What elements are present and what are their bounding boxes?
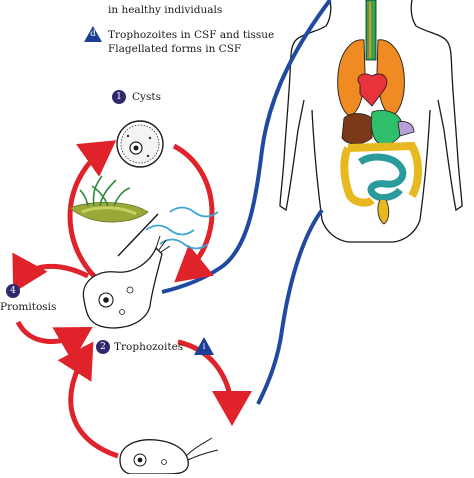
- cyst-stage-number: 1: [112, 90, 126, 104]
- spleen: [397, 121, 415, 137]
- small-intestine: [358, 153, 407, 202]
- cyst-stage-label: Cysts: [132, 91, 161, 103]
- arrow-from-promitosis: [15, 320, 93, 362]
- i-marker-letter: i: [202, 342, 206, 352]
- legend-partial-line: in healthy individuals: [108, 4, 223, 16]
- soil-illustration: [69, 175, 149, 223]
- promitosis-stage-label: Promitosis: [0, 301, 57, 313]
- arrow-trophozoite-to-cyst: [67, 140, 117, 278]
- promitosis-stage-number: 4: [6, 284, 20, 298]
- trophozoite-stage-number: 2: [96, 340, 110, 354]
- arrow-flagellate-to-trophozoite: [57, 341, 119, 459]
- arrow-to-promitosis: [12, 252, 90, 293]
- legend-d-marker: d: [84, 26, 102, 42]
- cyst-illustration: [116, 120, 164, 168]
- cycle-arrows: [12, 140, 252, 459]
- divider-line: [117, 213, 159, 257]
- rectum: [377, 199, 390, 225]
- i-marker: i: [194, 337, 214, 355]
- legend-d-letter: d: [90, 29, 96, 39]
- liver: [341, 113, 373, 145]
- infection-route-line-lower: [256, 208, 324, 405]
- heart: [357, 73, 388, 107]
- legend-d-line1: Trophozoites in CSF and tissue: [108, 29, 275, 41]
- large-intestine-right: [347, 141, 422, 198]
- legend-d-line2: Flagellated forms in CSF: [108, 43, 242, 55]
- flagellate-illustration: [119, 437, 219, 475]
- human-body-outline: [279, 0, 463, 243]
- arrow-cyst-to-trophozoite: [172, 143, 215, 283]
- trophozoite-stage-label: Trophozoites: [114, 341, 184, 353]
- stomach: [370, 110, 403, 145]
- water-illustration: [145, 206, 219, 250]
- organs: [337, 0, 422, 225]
- arrow-to-flagellate: [177, 339, 252, 426]
- large-intestine-left: [340, 146, 375, 207]
- trophozoite-illustration: [82, 235, 171, 329]
